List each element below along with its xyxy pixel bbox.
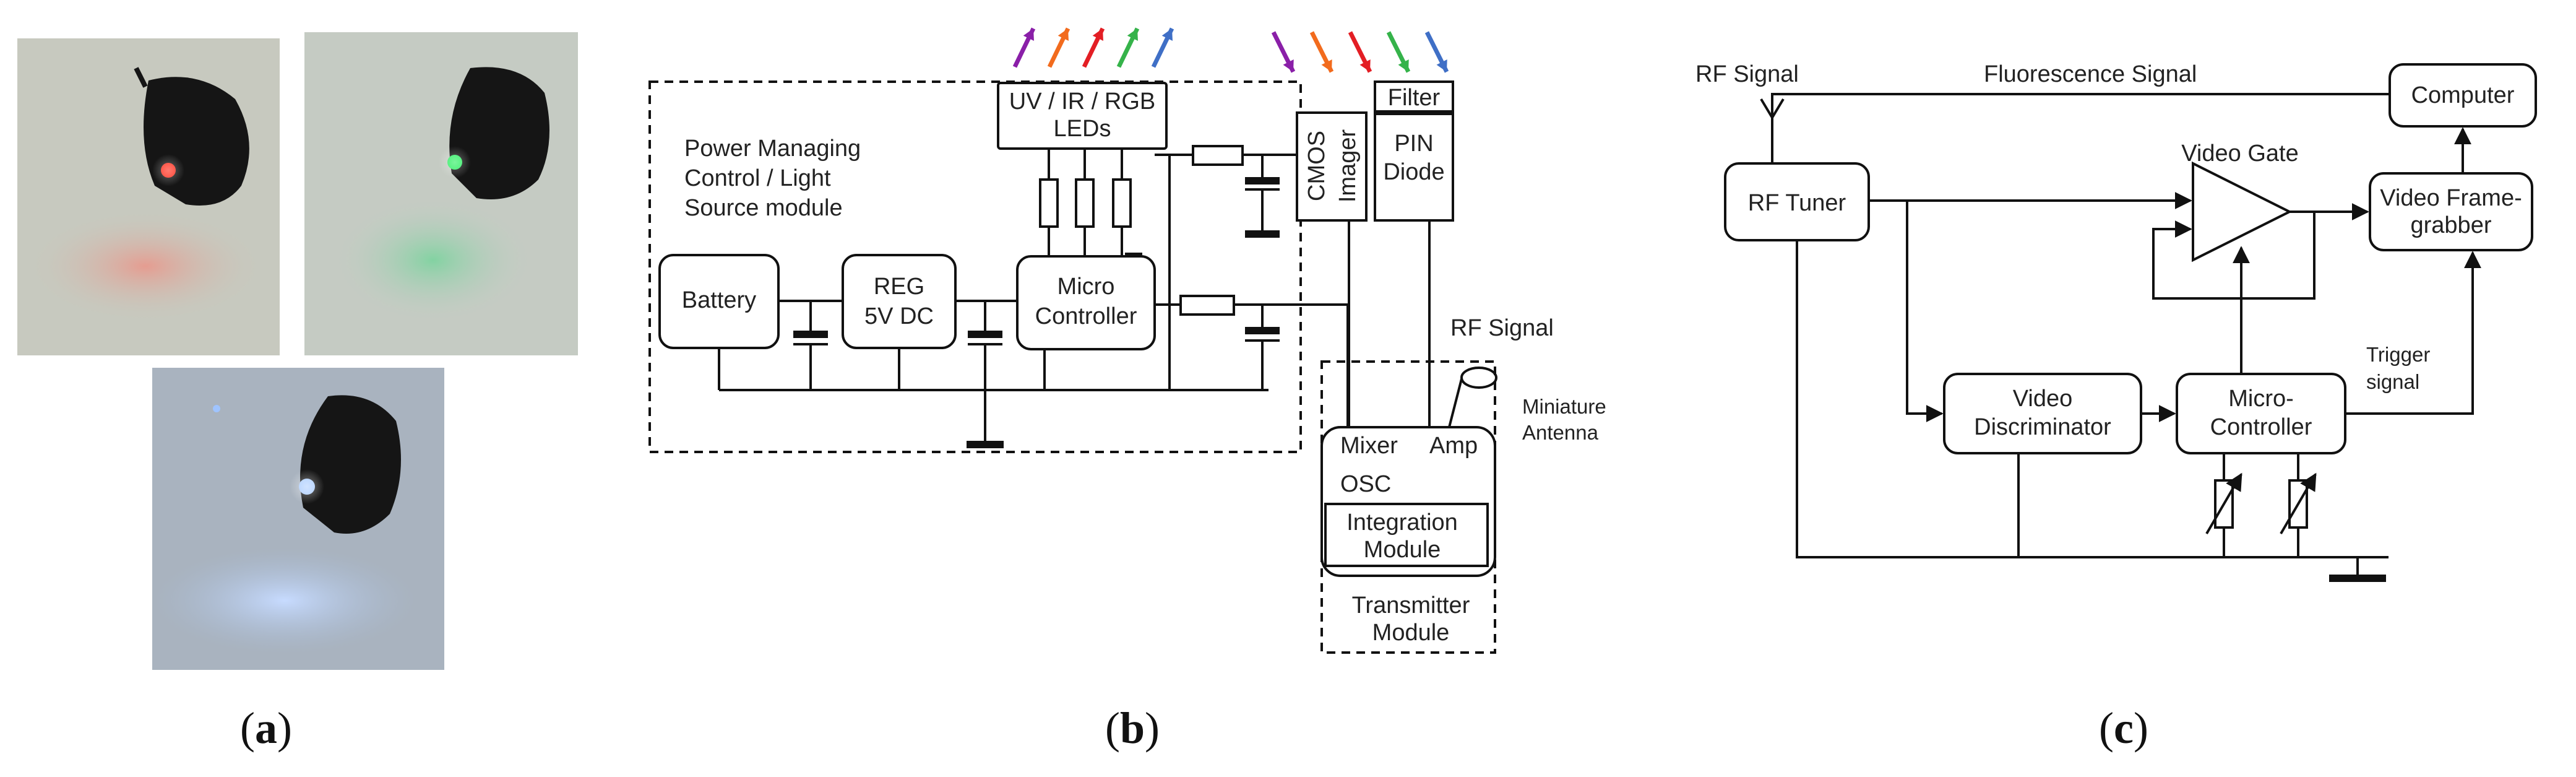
computer-label: Computer: [2411, 82, 2515, 108]
incoming-light-arrowhead-4: [1398, 59, 1409, 72]
filter-box: [1374, 80, 1454, 113]
photo-red-led: [17, 38, 280, 355]
caption-a: (a): [240, 703, 292, 753]
imager-label: Imager: [1335, 129, 1361, 203]
integration-module-box: [1324, 503, 1489, 567]
frame-grabber-box: [2369, 172, 2533, 251]
incoming-light-arrowhead-1: [1283, 59, 1294, 72]
led-light-arrowhead-2: [1058, 28, 1069, 41]
rf-signal-label-c: RF Signal: [1695, 61, 1799, 87]
micro-controller-c-label: Micro-Controller: [2210, 386, 2312, 440]
incoming-light-arrowhead-5: [1436, 59, 1447, 72]
led-light-arrowhead-5: [1161, 28, 1173, 41]
power-module-boundary: [648, 80, 1302, 453]
battery-label: Battery: [682, 287, 756, 313]
rf-signal-label-b: RF Signal: [1450, 315, 1554, 341]
caption-b: (b): [1105, 703, 1160, 753]
signal-wiring-c: [1796, 127, 2481, 582]
amp-label: Amp: [1429, 433, 1478, 459]
regulator-box: [842, 254, 957, 349]
fluorescence-label: Fluorescence Signal: [1984, 61, 2197, 87]
mixer-label: Mixer: [1340, 433, 1398, 459]
photo-green-led: [304, 32, 578, 355]
light-arrows-group-1: [1012, 27, 1174, 68]
osc-label: OSC: [1340, 471, 1391, 497]
light-arrows-group-2: [1271, 31, 1449, 73]
leds-box: [997, 82, 1168, 150]
led-light-arrowhead-3: [1092, 28, 1103, 41]
cmos-label: CMOS: [1304, 131, 1330, 201]
video-gate-amplifier: [2192, 161, 2293, 263]
panel-c: RF Signal Fluorescence Signal RF Tuner C…: [1695, 61, 2537, 753]
micro-controller-box: [1016, 255, 1156, 350]
frame-grabber-label: Video Frame-grabber: [2380, 185, 2522, 238]
power-wiring: [718, 145, 1349, 448]
incoming-light-arrowhead-3: [1359, 59, 1371, 72]
filter-label: Filter: [1388, 85, 1441, 111]
rf-tuner-label: RF Tuner: [1748, 190, 1846, 216]
photo-blue-led: [152, 368, 444, 670]
led-light-arrowhead-1: [1023, 28, 1034, 41]
antenna-icon: [1460, 367, 1497, 389]
panel-a: (a): [17, 32, 578, 753]
pin-diode-box: [1374, 113, 1454, 222]
caption-c: (c): [2099, 703, 2148, 753]
led-light-arrowhead-4: [1127, 28, 1138, 41]
led-resistors: [1039, 149, 1132, 256]
cmos-imager-box: [1296, 111, 1368, 222]
incoming-light-arrowhead-2: [1321, 59, 1332, 72]
video-gate-label: Video Gate: [2181, 141, 2298, 167]
